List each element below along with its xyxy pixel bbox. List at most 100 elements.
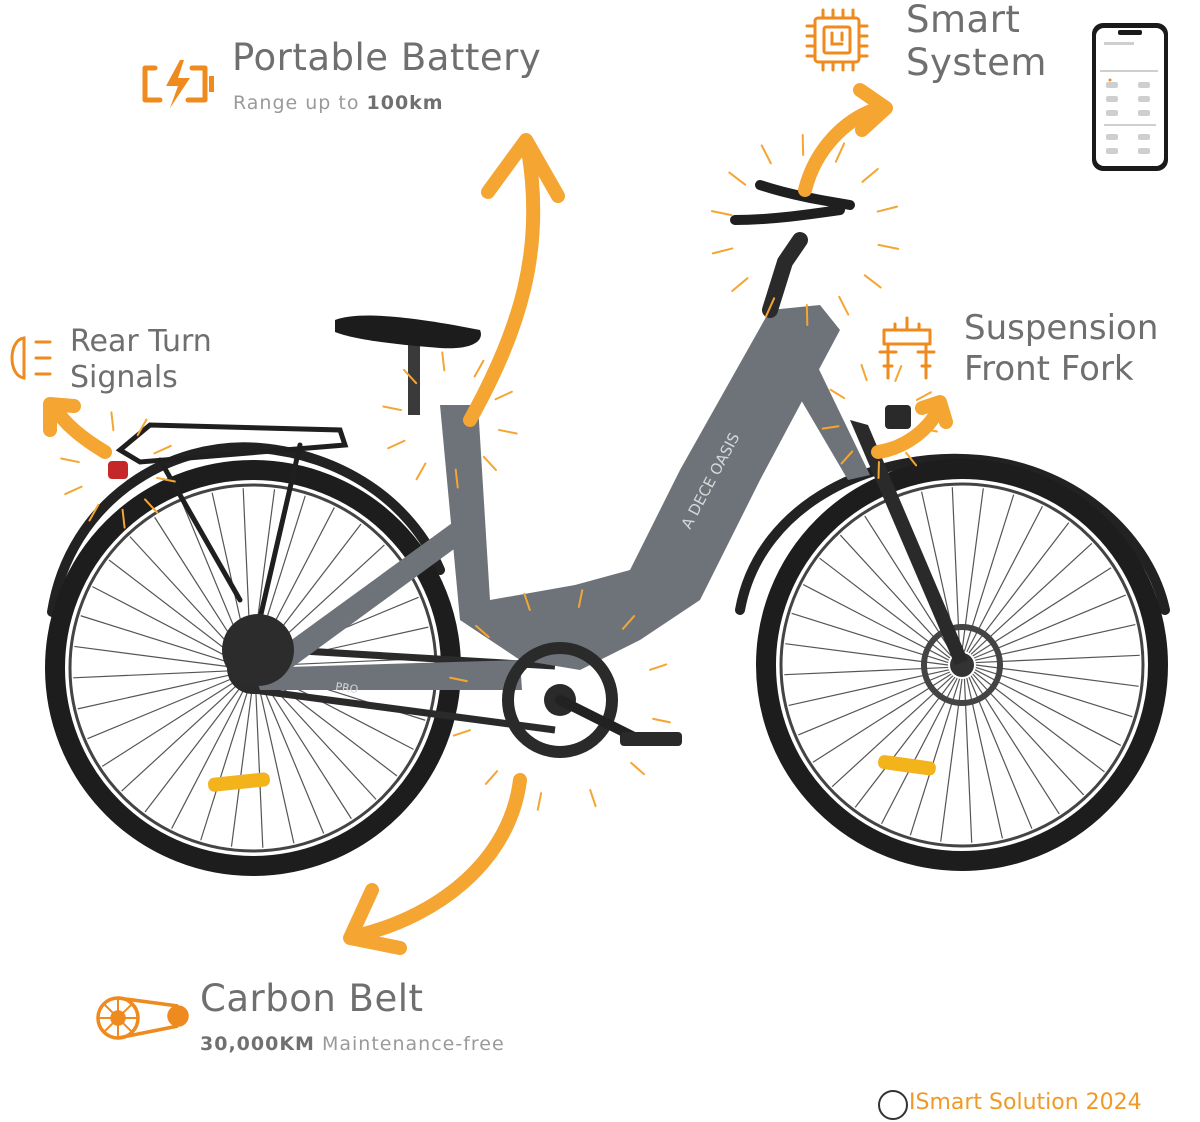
spark-line [452, 729, 471, 737]
arrow-smart-head [853, 83, 893, 137]
handlebar [730, 180, 855, 225]
feature-title-smart-1: Smart [906, 0, 1021, 41]
wheel-spoke [129, 536, 243, 660]
chainring [502, 642, 618, 758]
feature-title-smart-2: System [906, 41, 1047, 84]
wheel-spoke [819, 557, 951, 659]
wheel-spoke [802, 584, 950, 661]
stem [762, 232, 808, 318]
wheel-spoke [254, 681, 264, 848]
wheel-spoke [839, 534, 952, 657]
spark-line [156, 476, 176, 483]
rear-reflector [208, 772, 270, 792]
wheel-spoke [940, 678, 963, 842]
wheel-spoke [854, 676, 956, 808]
spark-line [894, 365, 903, 382]
front-wheel [756, 459, 1168, 871]
wheel-spoke [951, 487, 961, 652]
spark-line [876, 205, 899, 213]
wheel-spoke [101, 676, 243, 767]
spark-line [536, 792, 543, 811]
wheel-spoke [972, 673, 1085, 796]
spark-line [110, 411, 115, 432]
spark-line [88, 503, 100, 522]
wheel-spoke [963, 494, 1015, 652]
spark-line [840, 450, 854, 465]
wheel-spoke [975, 623, 1136, 661]
wheel-spoke [966, 678, 1004, 839]
seat [335, 315, 481, 349]
belt-drive-icon [96, 996, 189, 1040]
spark-line [764, 297, 776, 318]
arrow-battery-head [481, 133, 565, 203]
wheel-spoke [831, 675, 954, 788]
wheel-spoke [784, 666, 949, 676]
spark-line [64, 485, 83, 496]
spark-line [915, 391, 932, 401]
wheel-spoke [975, 666, 1133, 718]
battery-icon [142, 60, 214, 108]
spark-line [121, 508, 126, 529]
wheel-spoke [171, 680, 249, 829]
pedal [620, 732, 682, 746]
spark-line [415, 462, 427, 481]
battery-sub-prefix: Range up to [233, 92, 367, 114]
spark-line [484, 770, 499, 785]
wheel-spoke [812, 673, 952, 763]
spark-line [877, 243, 900, 250]
spark-line [731, 277, 749, 293]
spark-line [711, 247, 734, 255]
wheel-spoke [80, 615, 240, 667]
wheel-spoke [92, 586, 241, 664]
spark-line [523, 592, 531, 611]
spark-line [449, 676, 468, 683]
chip-icon [805, 8, 869, 72]
spark-line [589, 789, 597, 808]
wheel-spoke [973, 594, 1126, 659]
arrow-fork [871, 403, 945, 459]
wheel-spoke [798, 671, 951, 736]
wheel-spoke [74, 645, 240, 669]
belt-sub-suffix: Maintenance-free [314, 1033, 505, 1055]
wheel-spoke [257, 681, 295, 844]
arrow-rear-head [43, 397, 81, 437]
spark-line [652, 717, 671, 724]
spark-line [403, 368, 418, 385]
arrows [43, 83, 953, 955]
spark-line [577, 589, 584, 608]
e-bike-illustration: A DECE OASIS PRO [45, 180, 1170, 876]
spark-line [860, 364, 868, 382]
wheel-spoke [972, 567, 1112, 657]
wheel-spoke [77, 672, 240, 710]
frame-model-text: PRO [335, 680, 360, 696]
smartphone-icon [1092, 23, 1168, 171]
spark-line [728, 171, 747, 186]
battery-sub-value: 100km [366, 92, 444, 114]
wheel-spoke [961, 488, 984, 652]
copyright-circle-icon [878, 1090, 908, 1120]
spark-line [834, 142, 846, 163]
wheel-spoke [144, 679, 247, 813]
copyright-footer: ©ISmart Solution 2024 [885, 1090, 1142, 1115]
wheel-spoke [909, 678, 961, 836]
suspension-fork-icon [878, 316, 936, 380]
spark-line [821, 425, 840, 430]
spark-line [863, 274, 882, 289]
wheel-spoke [975, 654, 1140, 664]
spark-line [861, 167, 879, 183]
wheel-spoke [975, 664, 1139, 687]
spark-line [473, 359, 485, 378]
wheel-spoke [87, 674, 242, 740]
wheel-spoke [108, 559, 242, 662]
wheel-spoke [261, 678, 352, 820]
feature-title-rear-2: Signals [70, 360, 178, 395]
spark-line [153, 444, 172, 455]
suspension-fork [850, 420, 968, 665]
arrow-belt-head [343, 883, 407, 955]
spark-line [441, 351, 446, 372]
wheel-spoke [73, 669, 240, 679]
wheel-spoke [121, 678, 245, 792]
arrow-smart [798, 101, 887, 197]
spark-line [630, 761, 645, 776]
wheel-spoke [974, 669, 1122, 746]
